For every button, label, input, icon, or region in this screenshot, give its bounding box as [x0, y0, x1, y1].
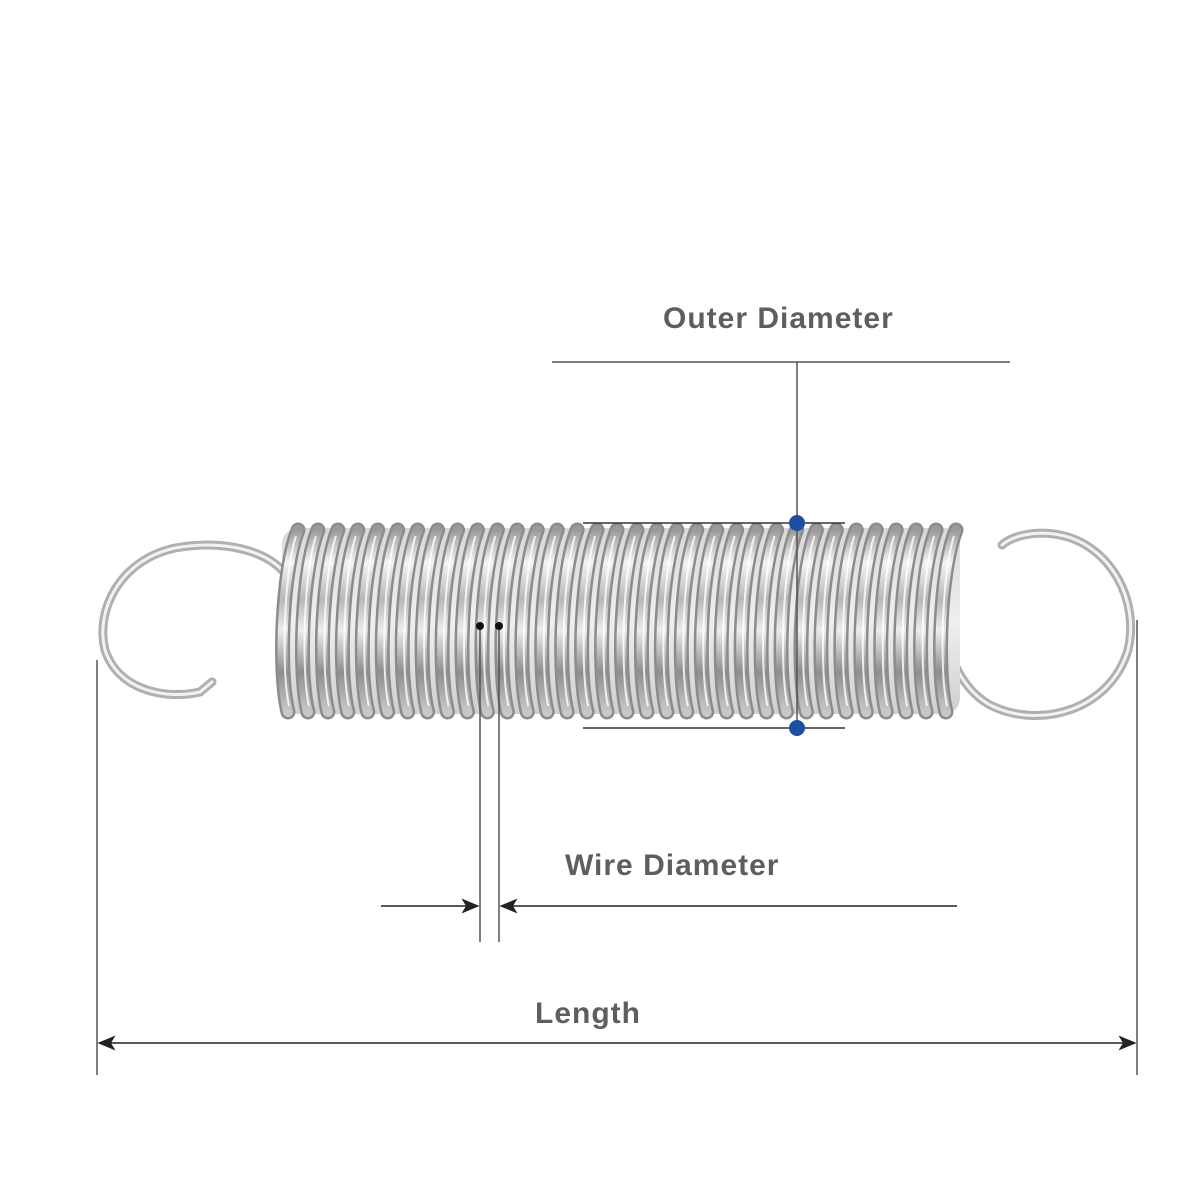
- coil-shine: [502, 535, 517, 707]
- left-hook: [98, 540, 295, 699]
- coil-shine: [642, 535, 656, 707]
- coil-shine: [343, 535, 357, 707]
- coil-shine: [463, 535, 477, 707]
- coil-shine: [801, 535, 816, 707]
- coil-shine: [921, 535, 936, 707]
- coil-shine: [622, 535, 636, 707]
- coil-shine: [821, 535, 836, 707]
- outer-diameter-bottom-dot: [789, 720, 805, 736]
- outer-diameter-top-dot: [789, 515, 805, 531]
- coil-shine: [323, 535, 337, 707]
- coil-shine: [682, 535, 696, 707]
- outer-diameter-dimension: [552, 361, 1010, 736]
- coil-shine: [283, 535, 297, 707]
- coil-shine: [901, 535, 916, 707]
- coil-group: [275, 522, 964, 720]
- wire-dot-left: [476, 622, 484, 630]
- wire-diameter-label: Wire Diameter: [565, 849, 780, 882]
- coil-shine: [782, 535, 796, 707]
- coil-shine: [562, 535, 577, 707]
- coil-shine: [762, 535, 776, 707]
- coil-shine: [383, 535, 397, 707]
- coil-shine: [443, 535, 457, 707]
- length-label: Length: [535, 997, 641, 1030]
- coil-shine: [881, 535, 896, 707]
- coil-shine: [602, 535, 616, 707]
- coil-shine: [861, 535, 876, 707]
- wire-dot-right: [495, 622, 503, 630]
- coil-shine: [841, 535, 856, 707]
- coil-shine: [742, 535, 756, 707]
- coil-shine: [722, 535, 736, 707]
- wire-diameter-dimension: [381, 622, 957, 942]
- coil-shine: [662, 535, 676, 707]
- coil-shine: [482, 535, 497, 707]
- coil-shine: [941, 535, 955, 707]
- coil-shine: [403, 535, 417, 707]
- coil-shine: [702, 535, 716, 707]
- coil-shine: [582, 535, 597, 707]
- outer-diameter-label: Outer Diameter: [663, 302, 894, 335]
- spring: [98, 522, 1136, 721]
- coil-shine: [542, 535, 557, 707]
- coil-shine: [363, 535, 377, 707]
- coil-shine: [522, 535, 537, 707]
- coil-shine: [303, 535, 317, 707]
- coil-shine: [423, 535, 437, 707]
- length-dimension: [96, 620, 1138, 1075]
